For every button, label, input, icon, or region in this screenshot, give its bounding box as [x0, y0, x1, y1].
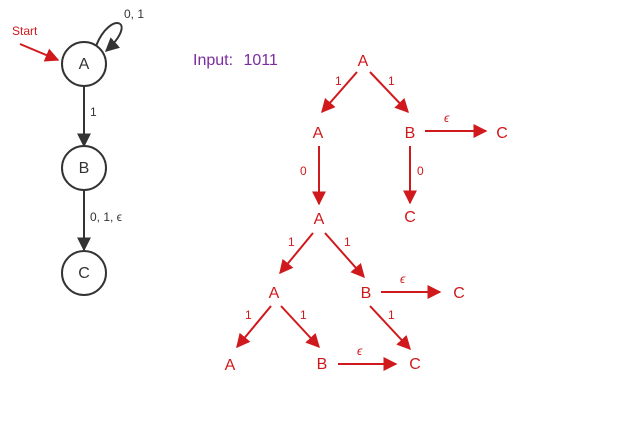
tree-node-l5-c: C	[409, 356, 421, 373]
tree-edge-l3a-l4a	[279, 232, 314, 275]
tree-epsilon-label-l4: ϵ	[400, 272, 406, 286]
input-value: 1011	[243, 52, 278, 69]
tree-edge-label-root-l1a: 1	[335, 74, 342, 88]
tree-edge-root-l1a	[321, 71, 358, 114]
tree-node-l2-c: C	[404, 209, 416, 226]
nfa-state-machine: Start 0, 1 A 1 B 0, 1, ϵ C	[12, 7, 144, 296]
tree-epsilon-label-l5: ϵ	[357, 344, 363, 358]
input-caption: Input: 1011	[193, 52, 278, 69]
tree-node-l4-a: A	[269, 285, 280, 302]
tree-edge-l4a-l5b	[280, 305, 320, 349]
state-a-label: A	[79, 56, 90, 73]
tree-edge-label-l1b-l2c: 0	[417, 164, 424, 178]
tree-node-l1-a: A	[313, 125, 324, 142]
self-loop-label: 0, 1	[124, 7, 144, 21]
tree-edge-l4a-l5a	[236, 305, 272, 349]
tree-edge-label-l4b-l5c: 1	[388, 308, 395, 322]
tree-edge-label-l3a-l4b: 1	[344, 235, 351, 249]
input-prefix: Input:	[193, 52, 233, 69]
computation-tree: A A B C A C A B C A B C 1 1 ϵ 0	[225, 53, 508, 374]
tree-edge-l3a-l4b	[324, 232, 365, 279]
state-b-label: B	[79, 160, 90, 177]
tree-epsilon-label-l1: ϵ	[444, 111, 450, 125]
state-c-label: C	[78, 265, 90, 282]
tree-edge-label-l4a-l5b: 1	[300, 308, 307, 322]
tree-edge-label-l4a-l5a: 1	[245, 308, 252, 322]
tree-node-root: A	[358, 53, 369, 70]
tree-node-l4-c: C	[453, 285, 465, 302]
tree-node-l3-a: A	[314, 211, 325, 228]
tree-edge-label-l1a-l2a: 0	[300, 164, 307, 178]
tree-node-l1-b: B	[405, 125, 416, 142]
tree-node-l5-a: A	[225, 357, 236, 374]
self-loop-arrow	[95, 22, 123, 52]
state-c-circle	[61, 250, 107, 296]
svg-text:Input: 1011: Input: 1011	[193, 52, 278, 69]
start-label: Start	[12, 24, 38, 38]
edge-a-b-label: 1	[90, 105, 97, 119]
tree-edge-l4b-l5c	[369, 305, 411, 351]
tree-node-l1-c: C	[496, 125, 508, 142]
start-arrow	[19, 43, 60, 62]
edge-b-c-label: 0, 1, ϵ	[90, 210, 122, 224]
tree-edge-label-root-l1b: 1	[388, 74, 395, 88]
tree-node-l5-b: B	[317, 356, 328, 373]
tree-edge-root-l1b	[369, 71, 409, 114]
tree-node-l4-b: B	[361, 285, 372, 302]
tree-edge-label-l3a-l4a: 1	[288, 235, 295, 249]
